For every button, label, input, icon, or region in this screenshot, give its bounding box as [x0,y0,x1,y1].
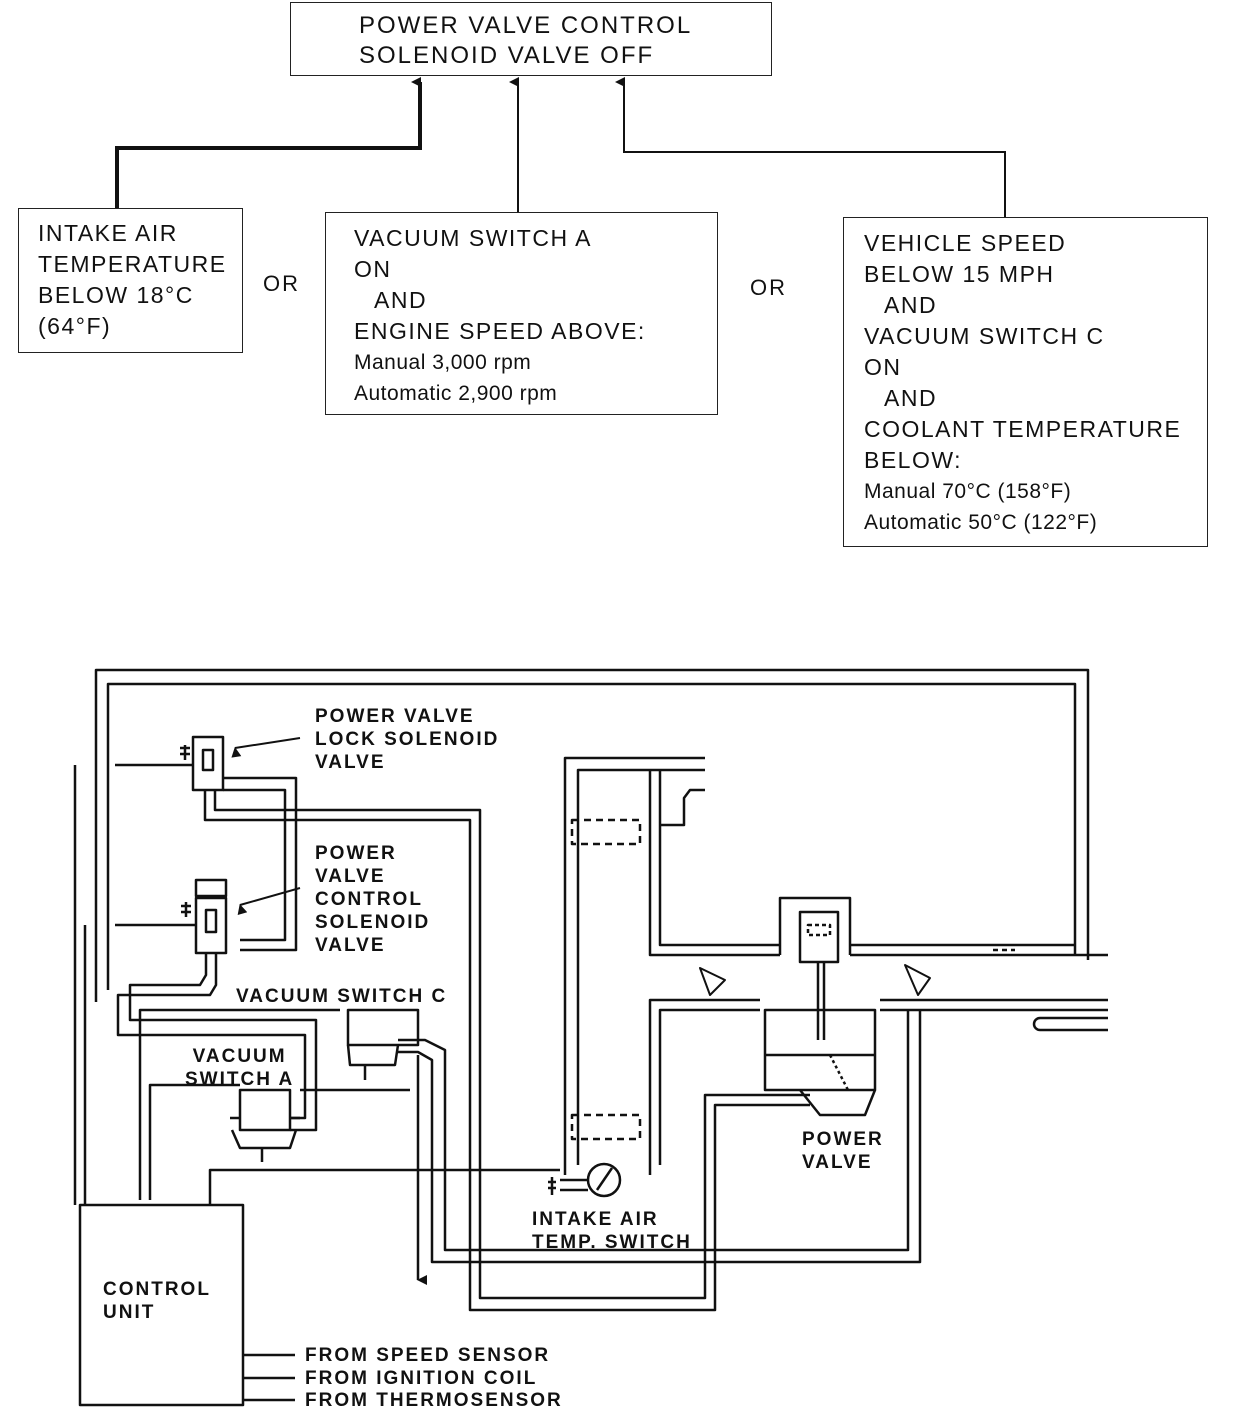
condition-intake-box: INTAKE AIR TEMPERATURE BELOW 18°C (64°F) [18,208,243,353]
vehicle-line-1: VEHICLE SPEED [864,230,1067,256]
control-solenoid-line-3: CONTROL [315,889,423,910]
lock-solenoid-line-2: LOCK SOLENOID [315,729,500,750]
vacuum-a-line-6: Automatic 2,900 rpm [354,382,558,405]
input-thermosensor: FROM THERMOSENSOR [305,1390,563,1411]
vacuum-a-line-5: Manual 3,000 rpm [354,351,532,374]
input-speed-sensor: FROM SPEED SENSOR [305,1345,551,1366]
intake-air-temp-switch-label: INTAKE AIR TEMP. SWITCH [532,1208,692,1254]
vacuum-a-line-4: ENGINE SPEED ABOVE: [354,318,646,344]
intake-temp-line-1: INTAKE AIR [532,1209,659,1230]
intake-line-1: INTAKE AIR [38,220,178,246]
result-line-2: SOLENOID VALVE OFF [359,42,655,69]
power-valve-line-2: VALVE [802,1152,873,1173]
top-vacuum-hose-outer [94,668,1090,1002]
lock-solenoid-valve [115,735,810,1312]
vacuum-switch-a-line-1: VACUUM [192,1046,287,1067]
lock-solenoid-line-1: POWER VALVE [315,706,475,727]
vacuum-a-line-3: AND [374,287,428,313]
vehicle-line-6: AND [884,385,938,411]
top-vacuum-hose-inner [106,682,1077,990]
intake-air-temp-switch [548,1162,622,1198]
vacuum-switch-a-label: VACUUM SWITCH A [185,1045,294,1091]
vacuum-switch-c-label: VACUUM SWITCH C [236,986,448,1007]
control-unit-label: CONTROL UNIT [103,1278,211,1324]
vacuum-switch-a [148,1083,410,1200]
result-box: POWER VALVE CONTROL SOLENOID VALVE OFF [290,2,772,76]
vehicle-line-7: COOLANT TEMPERATURE [864,416,1182,442]
result-line-1: POWER VALVE CONTROL [359,12,693,39]
power-valve-line-1: POWER [802,1129,884,1150]
control-solenoid-line-4: SOLENOID [315,912,431,933]
intake-line-3: BELOW 18°C [38,282,194,308]
flowchart-connectors [115,77,1006,217]
vehicle-line-4: VACUUM SWITCH C [864,323,1105,349]
intake-line-4: (64°F) [38,313,112,339]
vehicle-line-9: Manual 70°C (158°F) [864,480,1072,503]
vehicle-line-2: BELOW 15 MPH [864,261,1055,287]
intake-line-2: TEMPERATURE [38,251,227,277]
vacuum-a-line-1: VACUUM SWITCH A [354,225,593,251]
connector-vehicle [615,77,1006,217]
vehicle-line-3: AND [884,292,938,318]
control-unit-line-2: UNIT [103,1302,156,1323]
lock-solenoid-label: POWER VALVE LOCK SOLENOID VALVE [315,705,499,774]
vehicle-line-5: ON [864,354,902,380]
control-solenoid-line-5: VALVE [315,935,386,956]
lock-solenoid-line-3: VALVE [315,752,386,773]
intake-temp-line-2: TEMP. SWITCH [532,1232,692,1253]
power-valve-label: POWER VALVE [802,1128,884,1174]
or-label-1: OR [263,271,300,296]
vehicle-line-8: BELOW: [864,447,963,473]
control-solenoid-line-2: VALVE [315,866,386,887]
or-label-2: OR [750,275,787,300]
input-ignition-coil: FROM IGNITION COIL [305,1368,538,1389]
power-valve-assembly [763,896,877,1117]
condition-vacuum-a-box: VACUUM SWITCH A ON AND ENGINE SPEED ABOV… [325,212,718,415]
control-solenoid-line-1: POWER [315,843,397,864]
intake-manifold [563,756,1108,1175]
vacuum-a-line-2: ON [354,256,392,282]
vacuum-switch-a-line-2: SWITCH A [185,1069,295,1090]
condition-vehicle-box: VEHICLE SPEED BELOW 15 MPH AND VACUUM SW… [843,217,1208,547]
connector-intake [115,77,422,208]
vehicle-line-10: Automatic 50°C (122°F) [864,511,1098,534]
control-solenoid-label: POWER VALVE CONTROL SOLENOID VALVE [315,842,430,957]
control-unit-line-1: CONTROL [103,1279,211,1300]
